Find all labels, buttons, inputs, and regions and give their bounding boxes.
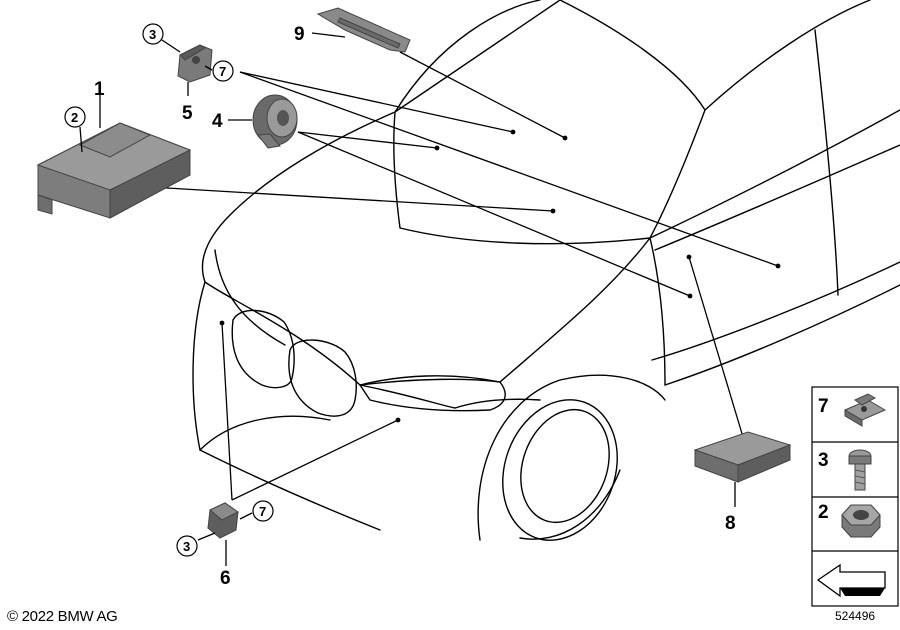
callout-3b-circle (176, 535, 198, 557)
callout-3b: 3 (183, 539, 190, 554)
callout-2: 2 (71, 110, 78, 125)
callout-7b-circle (252, 500, 274, 522)
sensor-bracket-part (311, 7, 411, 53)
airbag-control-unit-part (36, 95, 192, 219)
callout-3a-circle (142, 23, 164, 45)
callout-9: 9 (294, 24, 305, 45)
callout-7a: 7 (219, 64, 226, 79)
callout-1: 1 (94, 79, 105, 100)
legend-label-7: 7 (818, 396, 829, 417)
document-number: 524496 (835, 609, 876, 623)
callout-6: 6 (220, 568, 231, 589)
direction-arrow-icon (816, 563, 886, 598)
callout-7b: 7 (259, 504, 266, 519)
callouts: 1 2 3 7 5 4 9 8 6 3 7 (64, 23, 736, 589)
copyright-notice: © 2022 BMW AG (7, 608, 118, 625)
bracket-nut-icon (843, 393, 887, 427)
legend-panel: 7 3 2 (811, 386, 899, 607)
car-outline (192, 0, 900, 541)
callout-4: 4 (212, 111, 223, 132)
front-sensor-part (197, 502, 253, 566)
callout-3a: 3 (149, 27, 156, 42)
legend-label-3: 3 (818, 450, 829, 471)
bolt-icon (848, 449, 872, 491)
callout-5: 5 (182, 103, 193, 124)
sensor-module-part (693, 431, 792, 507)
crash-sensor-part (228, 94, 298, 149)
callout-8: 8 (725, 513, 736, 534)
legend-label-2: 2 (818, 502, 829, 523)
callout-7a-circle (212, 60, 234, 82)
callout-2-circle (64, 106, 86, 128)
side-sensor-part (161, 39, 213, 96)
hex-nut-icon (841, 504, 881, 538)
leader-lines (149, 51, 781, 501)
